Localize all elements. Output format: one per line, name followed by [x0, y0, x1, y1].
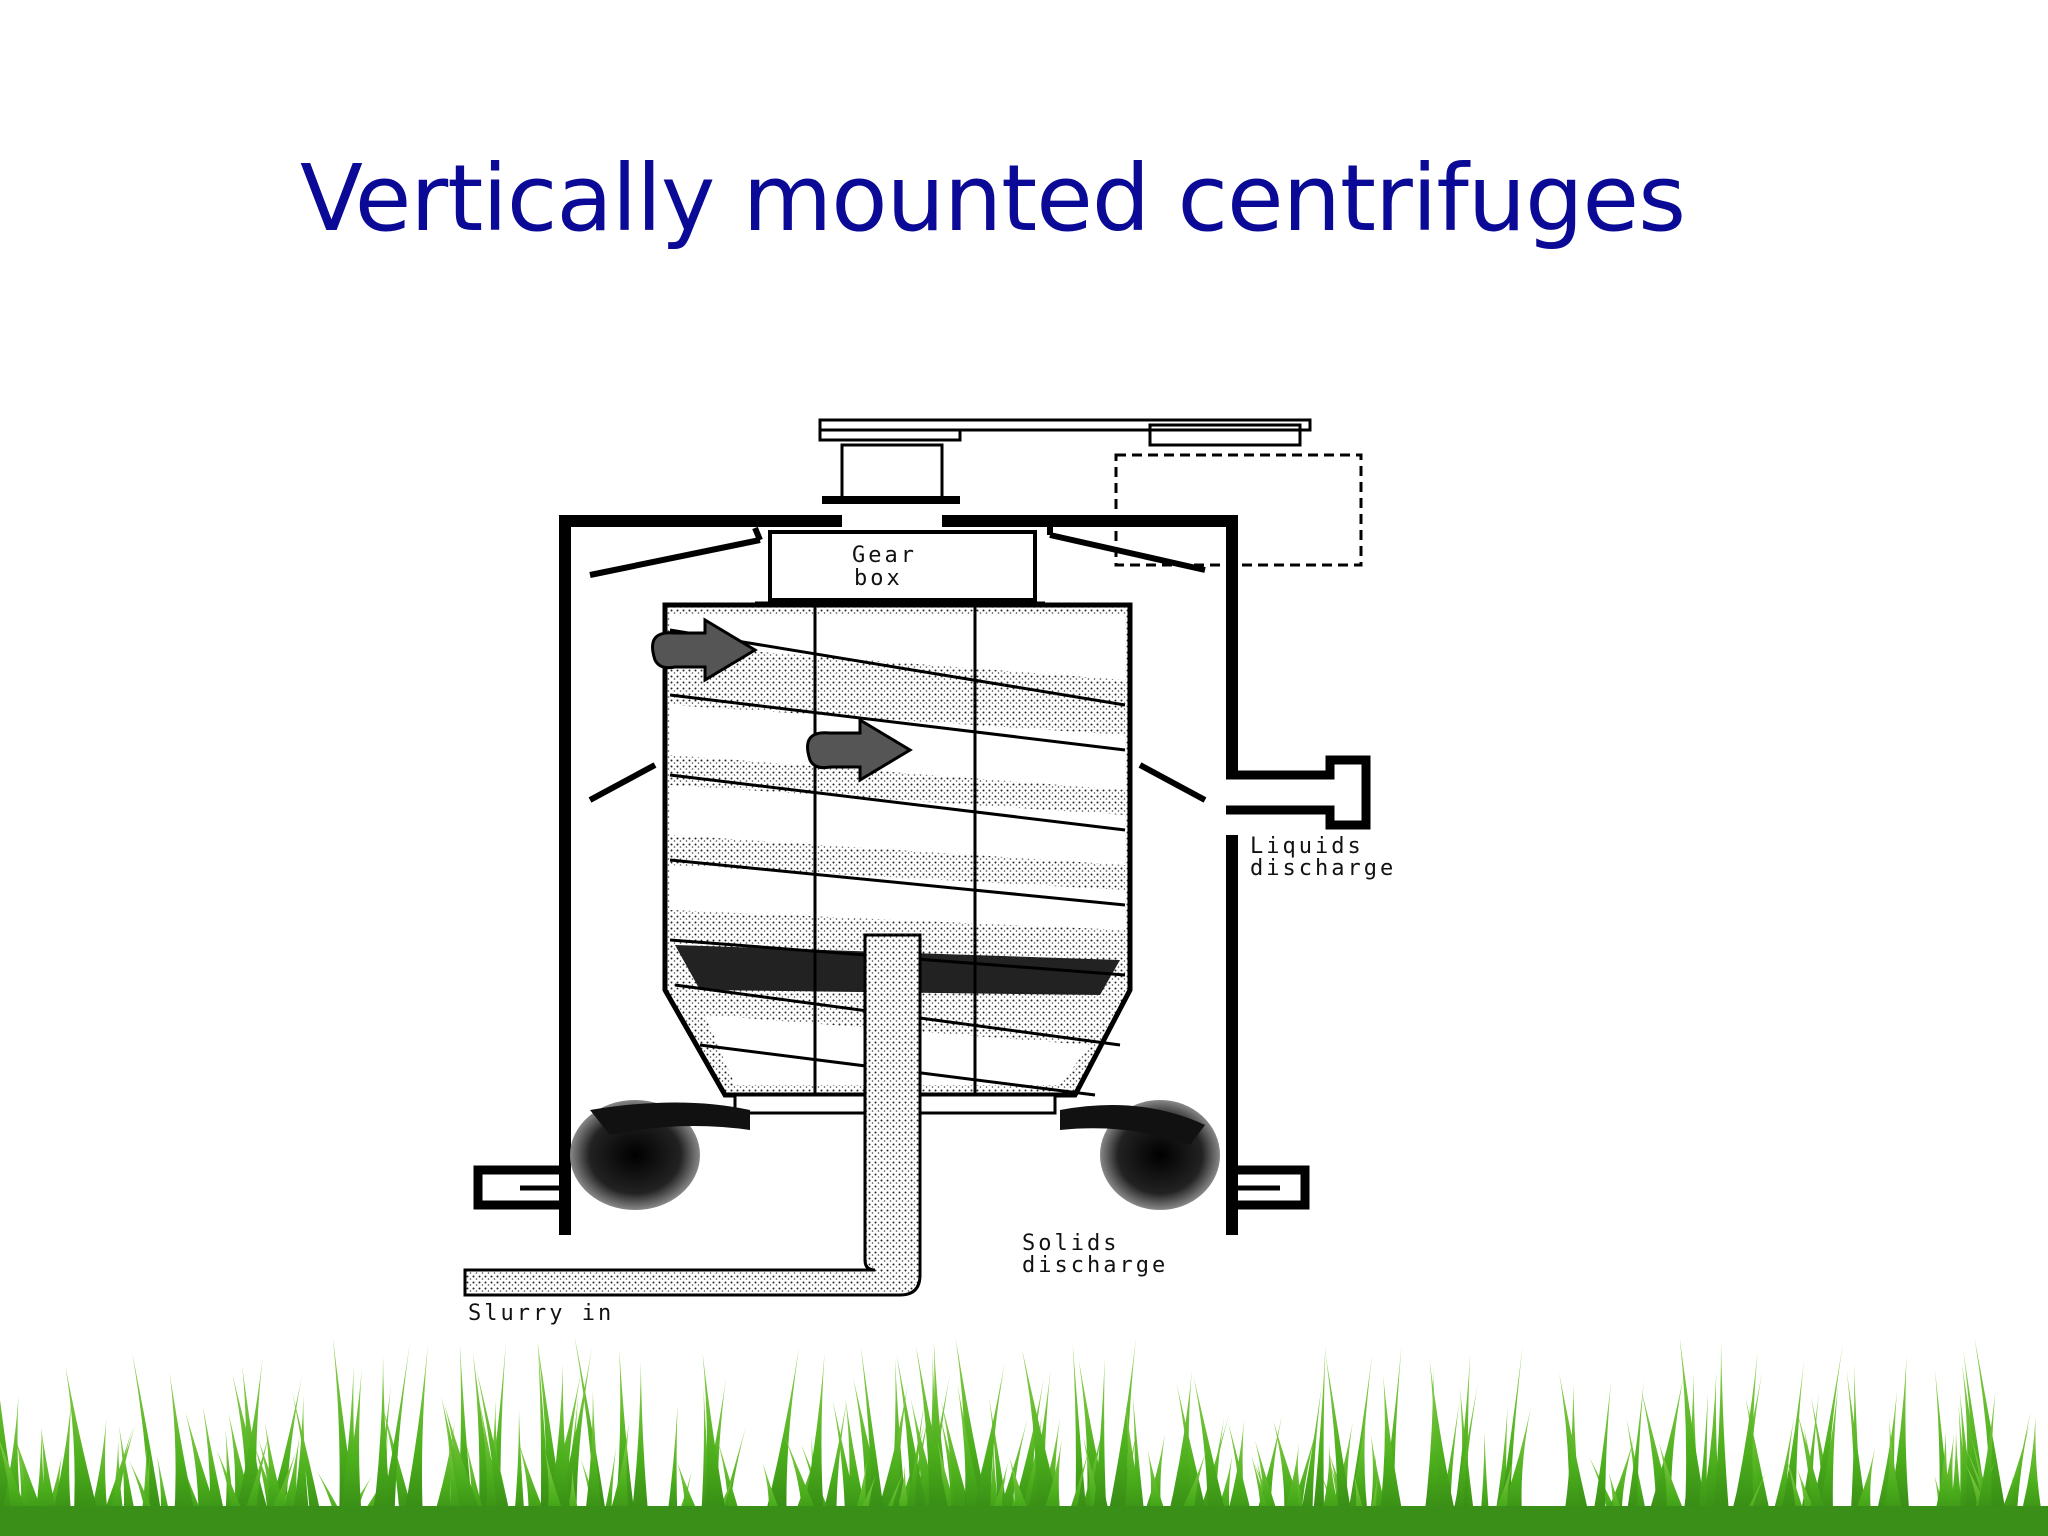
- grass-blade: [832, 1400, 863, 1536]
- grass-blade: [1589, 1378, 1612, 1536]
- grass-blade: [370, 1356, 394, 1536]
- slurry-feed-pipe: [463, 933, 922, 1297]
- grass-blade: [1962, 1364, 1994, 1536]
- grass-blade: [132, 1352, 165, 1536]
- grass-blade: [336, 1368, 364, 1536]
- grass-blade: [1103, 1337, 1137, 1536]
- grass-blade: [1679, 1338, 1711, 1536]
- grass-blade: [760, 1346, 800, 1536]
- grass-blade: [292, 1392, 326, 1536]
- grass-blade: [1727, 1351, 1758, 1536]
- grass-blade: [664, 1404, 679, 1536]
- grass-blade: [1958, 1403, 1972, 1536]
- grass-blade: [400, 1344, 428, 1536]
- grass-blade: [574, 1336, 610, 1536]
- grass-blade: [1121, 1403, 1149, 1536]
- grass-blade: [472, 1352, 500, 1536]
- liquids-discharge-label-line1: Liquids: [1250, 834, 1364, 859]
- solids-discharge-clouds: [570, 1100, 1220, 1210]
- grass-blade: [1193, 1376, 1232, 1536]
- grass-blade: [377, 1341, 411, 1536]
- grass-blade: [289, 1394, 312, 1536]
- grass-blade: [1796, 1410, 1832, 1536]
- baffles: [588, 523, 1207, 803]
- grass-blade: [915, 1346, 955, 1536]
- gear-box: Gear box: [755, 530, 1045, 605]
- liquids-discharge-pipe: [1226, 755, 1371, 830]
- grass-blade: [1421, 1368, 1444, 1536]
- grass-blade: [512, 1409, 527, 1536]
- grass-blade: [1451, 1353, 1471, 1536]
- grass-blade: [702, 1352, 731, 1536]
- grass-blade: [798, 1353, 826, 1536]
- grass-blade: [860, 1347, 888, 1536]
- grass-blade: [1492, 1407, 1531, 1536]
- grass-blade: [870, 1382, 909, 1536]
- grass-blade: [582, 1389, 605, 1536]
- liquids-discharge-label-line2: discharge: [1250, 856, 1396, 881]
- grass-blade: [1884, 1355, 1912, 1536]
- grass-blade: [1776, 1360, 1804, 1536]
- grass-blade: [957, 1384, 988, 1536]
- grass-blade: [169, 1372, 200, 1536]
- grass-blade: [476, 1370, 513, 1536]
- grass-blade: [1959, 1390, 1979, 1536]
- grass-blade: [1377, 1374, 1408, 1536]
- grass-blade: [1623, 1379, 1645, 1536]
- grass-blade: [629, 1361, 651, 1536]
- grass-blade: [537, 1342, 553, 1536]
- grass-blade: [1641, 1372, 1685, 1536]
- gear-box-label-line2: box: [854, 566, 903, 591]
- grass-blade: [1072, 1343, 1089, 1536]
- solids-discharge-label-line2: discharge: [1022, 1253, 1168, 1278]
- grass-footer: [0, 1336, 2048, 1536]
- flow-arrows: [651, 617, 913, 783]
- grass-blade: [1163, 1370, 1194, 1536]
- slurry-in-label: Slurry in: [468, 1301, 614, 1326]
- solids-discharge-label-line1: Solids: [1022, 1231, 1119, 1256]
- grass-blade: [1695, 1391, 1709, 1536]
- grass-blade: [1971, 1389, 1996, 1536]
- grass-blade: [1090, 1357, 1108, 1536]
- grass-blade: [1814, 1381, 1839, 1536]
- grass-blade: [1310, 1344, 1326, 1536]
- grass-blade: [1561, 1383, 1584, 1536]
- grass-blade: [1325, 1353, 1355, 1536]
- grass-blade: [966, 1361, 1005, 1536]
- grass-blade: [1340, 1406, 1371, 1536]
- grass-blade: [65, 1365, 105, 1536]
- grass-blade: [1710, 1342, 1731, 1536]
- centrifuge-diagram: Gear box: [463, 418, 1396, 1326]
- gear-box-label-line1: Gear: [852, 543, 917, 568]
- grass-blade: [47, 1397, 74, 1536]
- grass-blade: [1296, 1384, 1322, 1536]
- slide-title: Vertically mounted centrifuges: [300, 145, 1686, 252]
- grass-blade: [1022, 1349, 1068, 1536]
- solids-discharge-flanges: [473, 1165, 1310, 1210]
